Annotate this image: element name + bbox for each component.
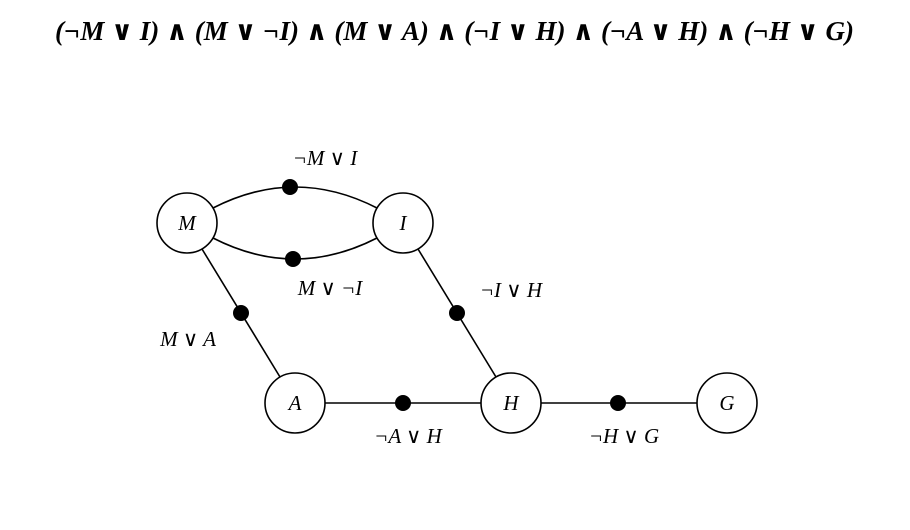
edge-label: M ∨ ¬I (297, 276, 364, 300)
node-label-M: M (177, 211, 197, 235)
cnf-formula: (¬M ∨ I) ∧ (M ∨ ¬I) ∧ (M ∨ A) ∧ (¬I ∨ H)… (55, 16, 854, 46)
node-M (156, 192, 218, 254)
clause-dot (610, 395, 626, 411)
node-label-A: A (287, 391, 302, 415)
node-A (264, 372, 326, 434)
edge-label: ¬A ∨ H (374, 424, 443, 448)
edge-label: M ∨ A (159, 327, 216, 351)
node-G (696, 372, 758, 434)
clause-dot (233, 305, 249, 321)
clause-dot (285, 251, 301, 267)
node-I (372, 192, 434, 254)
clause-dot (449, 305, 465, 321)
edge-label: ¬M ∨ I (293, 146, 359, 170)
node-label-G: G (719, 391, 734, 415)
node-H (480, 372, 542, 434)
node-label-H: H (502, 391, 520, 415)
clause-dot (395, 395, 411, 411)
edge-label: ¬I ∨ H (480, 278, 544, 302)
edge-label: ¬H ∨ G (589, 424, 659, 448)
node-label-I: I (399, 211, 408, 235)
clause-dot (282, 179, 298, 195)
